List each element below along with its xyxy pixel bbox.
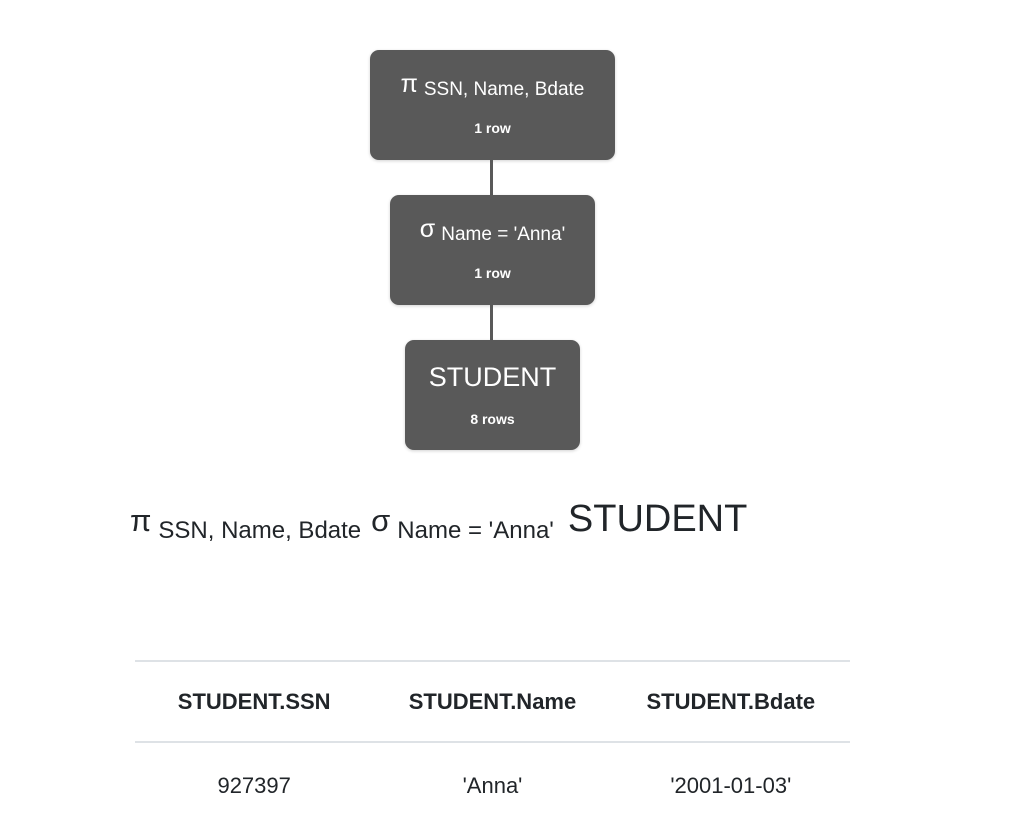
projection-attributes: SSN, Name, Bdate (423, 79, 585, 100)
result-table-header-row: STUDENT.SSN STUDENT.Name STUDENT.Bdate (135, 660, 850, 743)
pi-operator-symbol: π (400, 70, 418, 98)
table-row: 927397 'Anna' '2001-01-03' (135, 743, 850, 829)
tree-node-relation: STUDENT 8 rows (405, 340, 580, 450)
expression-projection-attributes: SSN, Name, Bdate (158, 517, 362, 544)
tree-edge-selection-relation (490, 305, 493, 340)
relation-name: STUDENT (428, 362, 557, 392)
result-table: STUDENT.SSN STUDENT.Name STUDENT.Bdate 9… (135, 660, 850, 829)
expression-sigma-symbol: σ (371, 503, 391, 538)
column-header-name: STUDENT.Name (408, 688, 577, 714)
tree-edge-projection-selection (490, 160, 493, 195)
column-header-ssn: STUDENT.SSN (177, 688, 331, 714)
cell-name: 'Anna' (462, 773, 523, 798)
expression-pi-symbol: π (130, 503, 152, 538)
column-header-bdate: STUDENT.Bdate (646, 688, 816, 714)
relation-row-count: 8 rows (470, 411, 515, 427)
selection-row-count: 1 row (474, 265, 511, 281)
expression-relation-name: STUDENT (567, 498, 748, 540)
cell-bdate: '2001-01-03' (670, 773, 792, 798)
expression-selection-condition: Name = 'Anna' (397, 517, 554, 544)
sigma-operator-symbol: σ (419, 215, 436, 243)
relation-node-title: STUDENT (429, 364, 557, 391)
cell-ssn: 927397 (217, 773, 291, 798)
projection-row-count: 1 row (474, 120, 511, 136)
selection-condition: Name = 'Anna' (441, 224, 566, 245)
